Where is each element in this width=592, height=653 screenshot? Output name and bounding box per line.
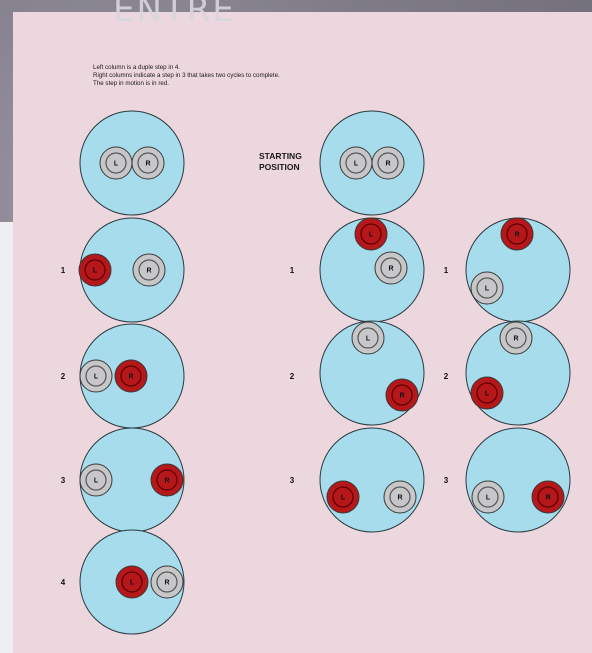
step-number-label: 3 — [61, 476, 66, 485]
step-number-label: 2 — [290, 372, 295, 381]
step-row: L R 4 — [61, 530, 184, 634]
step-row: L R 3 — [290, 428, 424, 532]
foot-letter: L — [369, 232, 374, 239]
starting-label-line2: POSITION — [259, 162, 300, 172]
step-number-label: 4 — [61, 578, 66, 587]
foot-letter: L — [94, 374, 99, 381]
step-row: L R 1 — [290, 218, 424, 322]
foot-letter: R — [514, 232, 519, 239]
foot-letter: L — [354, 161, 359, 168]
foot-letter: L — [94, 478, 99, 485]
foot-letter: R — [513, 336, 518, 343]
step-row: L R 3 — [61, 428, 184, 532]
step-row: L R 3 — [444, 428, 570, 532]
step-row: L R 2 — [290, 321, 424, 425]
foot-letter: L — [366, 336, 371, 343]
foot-letter: R — [164, 580, 169, 587]
step-row: L R 2 — [61, 324, 184, 428]
foot-letter: L — [486, 495, 491, 502]
step-number-label: 2 — [444, 372, 449, 381]
foot-letter: R — [545, 495, 550, 502]
foot-letter: L — [130, 580, 135, 587]
floor-circle — [320, 428, 424, 532]
step-row: R L 2 — [444, 321, 570, 425]
starting-label-line1: STARTING — [259, 151, 302, 161]
step-row: L R 1 — [61, 218, 184, 322]
step-number-label: 2 — [61, 372, 66, 381]
foot-letter: L — [485, 286, 490, 293]
step-number-label: 1 — [444, 266, 449, 275]
step-row: R L 1 — [444, 218, 570, 322]
foot-letter: R — [128, 374, 133, 381]
floor-circle — [466, 428, 570, 532]
foot-letter: R — [145, 161, 150, 168]
foot-letter: L — [93, 268, 98, 275]
foot-letter: L — [485, 391, 490, 398]
foot-letter: L — [114, 161, 119, 168]
step-number-label: 1 — [61, 266, 66, 275]
foot-letter: R — [388, 266, 393, 273]
foot-letter: R — [399, 393, 404, 400]
starting-position-label: STARTING POSITION — [259, 151, 302, 172]
foot-letter: R — [397, 495, 402, 502]
step-number-label: 1 — [290, 266, 295, 275]
foot-letter: R — [146, 268, 151, 275]
foot-letter: R — [385, 161, 390, 168]
step-number-label: 3 — [290, 476, 295, 485]
step-number-label: 3 — [444, 476, 449, 485]
foot-letter: R — [164, 478, 169, 485]
foot-letter: L — [341, 495, 346, 502]
